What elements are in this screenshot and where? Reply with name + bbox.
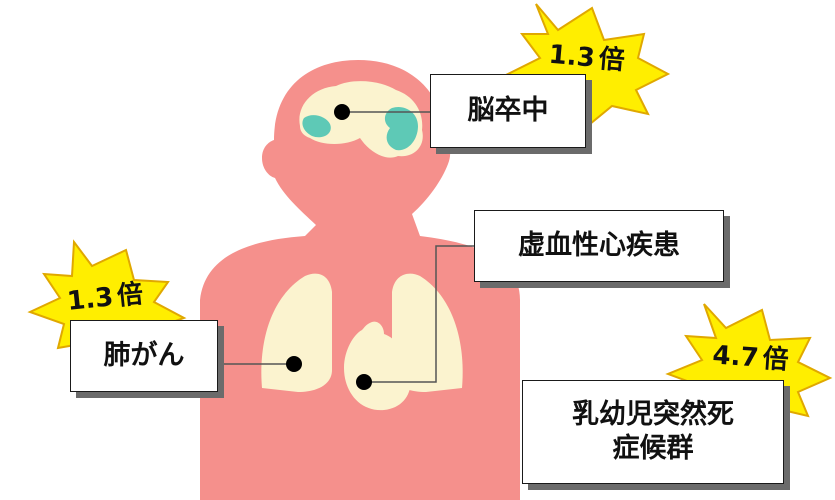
human-silhouette [200,60,520,500]
starburst-sids-value: 4.7倍 [712,339,790,375]
label-heart-disease-text: 虚血性心疾患 [518,230,680,262]
left-lung [261,273,332,392]
leader-lines [218,111,474,383]
brain-accent-left [302,115,331,138]
starburst-lung-value: 1.3倍 [66,278,145,317]
stroke-dot [334,104,350,120]
heart-dot [356,374,372,390]
label-stroke-text: 脳卒中 [467,95,549,127]
label-lung-cancer: 肺がん [70,320,218,392]
brain-accent-right [384,106,418,151]
label-sids-line1: 乳幼児突然死 [572,399,734,431]
label-heart-disease: 虚血性心疾患 [474,210,724,282]
right-lung [392,273,463,392]
trachea [354,236,368,282]
label-lung-cancer-text: 肺がん [103,340,185,372]
label-sids: 乳幼児突然死 症候群 [522,380,784,484]
lung-dot [286,356,302,372]
marker-dots [286,104,372,390]
heart-leader [364,245,474,383]
label-stroke: 脳卒中 [430,74,586,148]
starburst-stroke-value: 1.3倍 [547,39,625,77]
label-sids-line2: 症候群 [612,433,694,464]
